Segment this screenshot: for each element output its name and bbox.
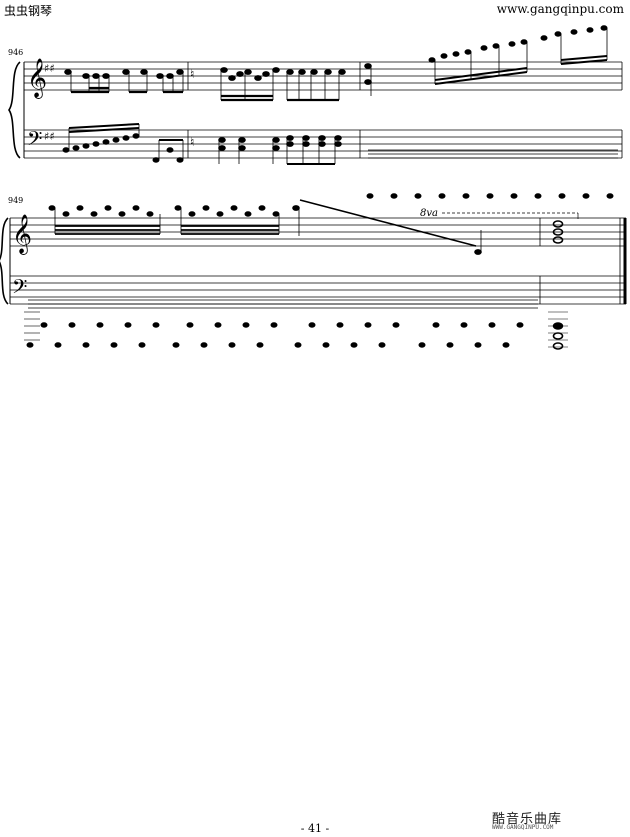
bass-clef-icon: 𝄢 — [27, 127, 42, 155]
treble-clef-icon: 𝄞 — [27, 58, 47, 99]
key-signature-sharp-icon: ♯♯ — [44, 130, 55, 143]
bass-staff-2 — [10, 275, 626, 305]
page-number: - 41 - — [300, 822, 330, 835]
ottava-mark: 8va — [420, 208, 438, 219]
clefs-1: 𝄞 𝄢 ♯♯ ♯♯ ♮ ♮ — [27, 58, 194, 155]
measure-number-946: 946 — [8, 48, 23, 57]
notes-system2-treble — [48, 199, 564, 255]
notes-m947-treble — [220, 67, 346, 102]
measure-number-949: 949 — [8, 196, 23, 205]
notes-m946-treble — [64, 69, 184, 94]
bass-clef-icon: 𝄢 — [12, 275, 27, 303]
site-name: 虫虫钢琴 — [4, 4, 53, 18]
natural-sign-icon: ♮ — [190, 67, 194, 81]
notes-system2-bass — [24, 299, 568, 350]
treble-clef-icon: 𝄞 — [12, 214, 32, 255]
treble-staff-2 — [10, 217, 626, 247]
brace-2 — [0, 217, 9, 305]
notes-system1-bass — [62, 123, 618, 199]
site-url: www.gangqinpu.com — [496, 2, 624, 16]
system-1 — [8, 61, 623, 159]
clefs-2: 𝄞 𝄢 — [12, 214, 32, 303]
natural-sign-icon: ♮ — [190, 135, 194, 149]
brace-1 — [8, 61, 21, 159]
treble-staff-1 — [24, 61, 622, 91]
key-signature-sharp-icon: ♯♯ — [44, 62, 55, 75]
notes-m948-treble — [364, 25, 608, 96]
ottava-line — [442, 212, 579, 219]
watermark-sub: WWW.GANGQINPU.COM — [492, 824, 554, 831]
watermark: 酷音乐曲库 — [492, 812, 563, 827]
system-2 — [0, 217, 627, 305]
